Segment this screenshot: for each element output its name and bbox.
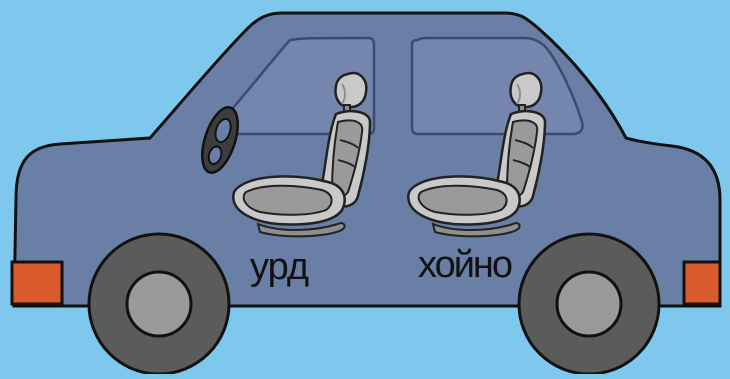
- front-seat-label: урд: [250, 248, 308, 286]
- front-wheel-icon: [89, 234, 229, 374]
- rear-light-icon: [684, 262, 720, 304]
- rear-wheel-icon: [519, 234, 659, 374]
- front-light-icon: [12, 262, 62, 304]
- back-seat-label: хойно: [418, 246, 511, 284]
